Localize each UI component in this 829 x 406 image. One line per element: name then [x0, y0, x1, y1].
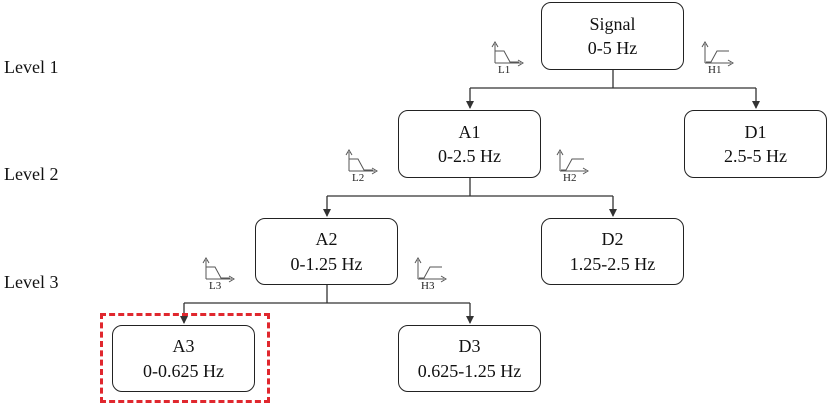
- low-pass-filter-icon: L1: [491, 41, 527, 76]
- high-pass-filter-icon: H3: [414, 257, 450, 292]
- high-pass-filter-icon: H2: [556, 149, 592, 184]
- node-a2: A2 0-1.25 Hz: [255, 218, 398, 285]
- node-a1-range: 0-2.5 Hz: [438, 146, 501, 166]
- node-a3-range: 0-0.625 Hz: [143, 360, 224, 381]
- node-signal: Signal 0-5 Hz: [541, 2, 684, 70]
- level-label-2: Level 2: [4, 164, 59, 184]
- node-d3-range: 0.625-1.25 Hz: [417, 360, 522, 381]
- filter-label-h3: H3: [421, 280, 435, 292]
- node-a3: A3 0-0.625 Hz: [112, 325, 255, 392]
- node-d2-title: D2: [601, 229, 624, 250]
- node-d1: D1 2.5-5 Hz: [684, 110, 827, 178]
- node-a3-title: A3: [172, 336, 195, 357]
- node-a2-range: 0-1.25 Hz: [290, 253, 363, 274]
- filter-label-h1: H1: [708, 64, 722, 76]
- filter-label-l3: L3: [209, 280, 222, 292]
- node-d1-range: 2.5-5 Hz: [724, 146, 787, 166]
- node-a1: A1 0-2.5 Hz: [398, 110, 541, 178]
- level-label-1: Level 1: [4, 57, 59, 77]
- filter-label-l2: L2: [352, 172, 365, 184]
- filter-label-h2: H2: [563, 172, 577, 184]
- level-label-3: Level 3: [4, 272, 59, 292]
- node-d2-range: 1.25-2.5 Hz: [569, 253, 656, 274]
- node-a1-title: A1: [458, 121, 481, 142]
- node-d3-title: D3: [458, 336, 481, 357]
- node-signal-range: 0-5 Hz: [587, 38, 638, 58]
- node-signal-title: Signal: [589, 13, 636, 34]
- low-pass-filter-icon: L2: [345, 149, 381, 184]
- node-a2-title: A2: [315, 229, 338, 250]
- node-d1-title: D1: [744, 121, 767, 142]
- low-pass-filter-icon: L3: [202, 257, 238, 292]
- node-d3: D3 0.625-1.25 Hz: [398, 325, 541, 392]
- high-pass-filter-icon: H1: [701, 41, 737, 76]
- filter-label-l1: L1: [498, 64, 511, 76]
- a3-highlight-box: [100, 313, 270, 403]
- node-d2: D2 1.25-2.5 Hz: [541, 218, 684, 285]
